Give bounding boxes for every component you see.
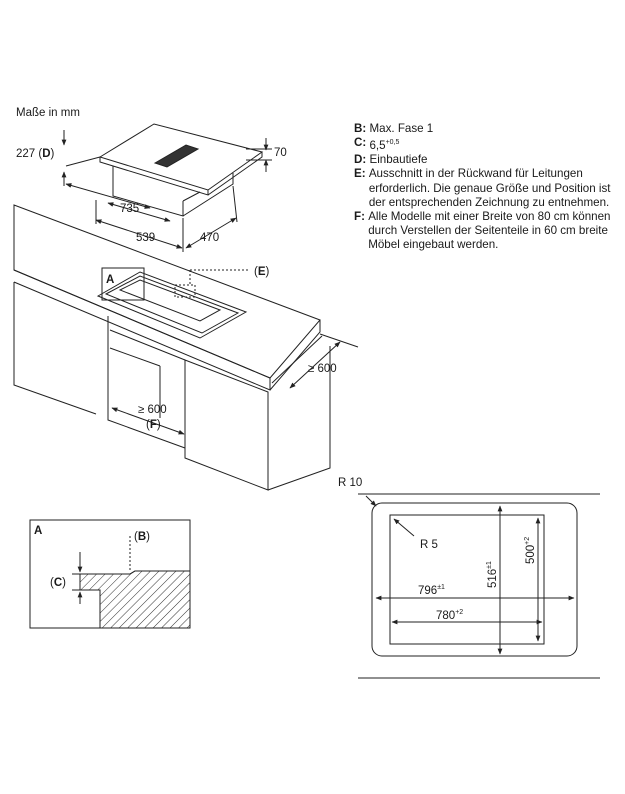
detail-a-marker: A: [106, 274, 114, 286]
inner-depth-label: 500+2: [524, 537, 537, 564]
note-e: E: Ausschnitt in der Rückwand für Leitun…: [354, 167, 611, 209]
outer-depth-label: 516±1: [486, 561, 499, 588]
cabinet-note-f: (F): [146, 419, 161, 431]
hob-unit-drawing: [61, 123, 272, 252]
detail-label-b: (B): [134, 531, 150, 543]
detail-a-title: A: [34, 525, 42, 537]
dim-unit-depth: 539: [136, 232, 155, 244]
dim-unit-width: 735: [120, 203, 139, 215]
note-b: B: Max. Fase 1: [354, 122, 434, 135]
dim-height-d: 227 (D): [16, 148, 55, 160]
dim-cooktop-height: 70: [274, 147, 287, 159]
cabinet-drawing: [13, 204, 359, 491]
note-f: F: Alle Modelle mit einer Breite von 80 …: [354, 210, 611, 252]
outer-width-label: 796±1: [418, 584, 445, 597]
inner-width-label: 780+2: [436, 609, 463, 622]
note-d: D: Einbautiefe: [354, 153, 428, 167]
inner-radius-label: R 5: [420, 539, 438, 551]
cutout-plan-drawing: [358, 493, 600, 679]
cutout-e-label: (E): [254, 266, 270, 278]
dim-unit-height-side: 470: [200, 232, 219, 244]
detail-a-drawing: [29, 519, 191, 629]
outer-radius-label: R 10: [338, 477, 362, 489]
cabinet-width-label: ≥ 600: [138, 404, 167, 416]
note-c: C: 6,5+0,5: [354, 136, 400, 153]
notes-legend: B: Max. Fase 1 C: 6,5+0,5 D: Einbautiefe…: [354, 122, 616, 253]
worktop-depth-label: ≥ 600: [308, 363, 337, 375]
detail-label-c: (C): [50, 577, 66, 589]
units-label: Maße in mm: [16, 107, 80, 119]
